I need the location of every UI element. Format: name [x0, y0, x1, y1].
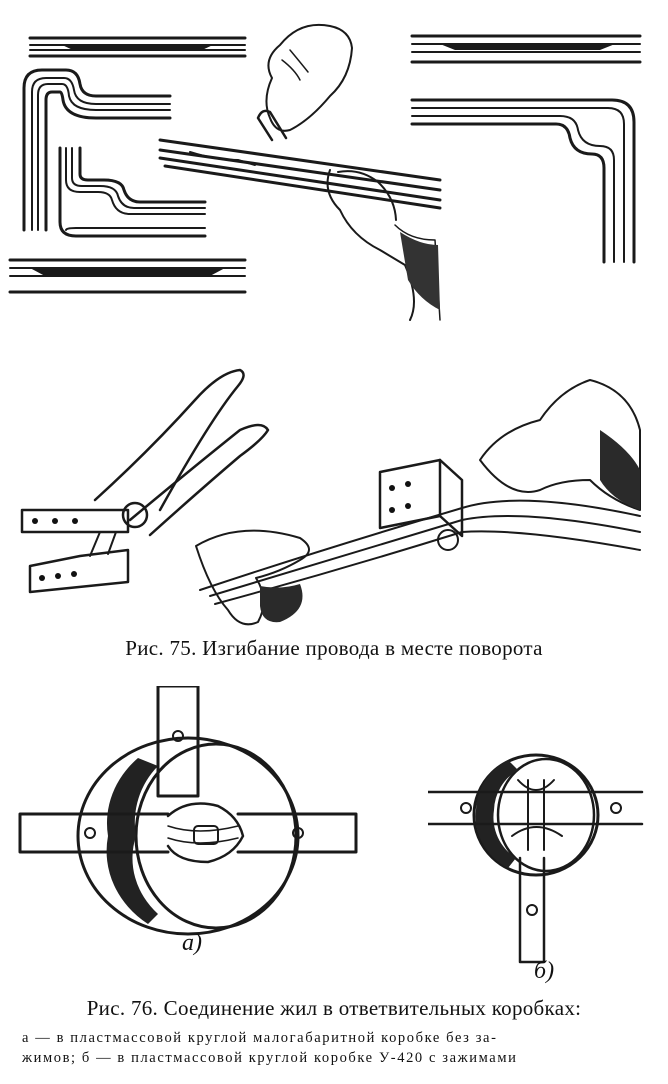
clamp-block-right — [378, 458, 464, 551]
fig76-legend-line2: жимов; б — в пластмассовой круглой короб… — [22, 1050, 518, 1066]
wire-straight-top-right — [410, 34, 642, 64]
wire-bend-outer-left — [22, 68, 172, 232]
wire-straight-top-left — [28, 36, 247, 58]
fig75-pliers-illustration — [20, 368, 641, 626]
hand-right-grip — [479, 379, 641, 511]
fig76-legend-line1: а — в пластмассовой круглой малогабаритн… — [22, 1030, 498, 1046]
wires-bundle — [199, 499, 641, 605]
fig76b-junction-box-illustration — [428, 753, 644, 964]
fig75-bend-diagrams — [8, 23, 642, 321]
fig76a-junction-box-illustration — [18, 686, 358, 936]
fig75-caption: Рис. 75. Изгибание провода в месте повор… — [125, 636, 543, 660]
wire-straight-bottom-left — [8, 258, 247, 294]
hand-screwdriver-illustration — [158, 23, 442, 321]
wire-bend-right — [410, 98, 636, 264]
fig76-caption: Рис. 76. Соединение жил в ответвительных… — [86, 996, 582, 1020]
fig76a-label: а) — [182, 930, 202, 956]
hand-left-grip — [195, 529, 310, 626]
wire-bend-inner-left — [58, 146, 207, 238]
pliers-left — [20, 368, 270, 594]
fig76b-label: б) — [534, 958, 555, 984]
